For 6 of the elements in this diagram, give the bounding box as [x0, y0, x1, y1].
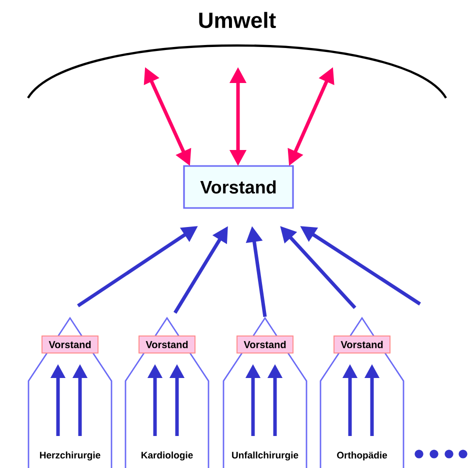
- board-box: Vorstand: [138, 336, 196, 354]
- board-box: Vorstand: [334, 336, 390, 354]
- title: Umwelt: [199, 12, 276, 28]
- board-box: Vorstand: [236, 336, 294, 354]
- board-box: Vorstand: [183, 165, 294, 209]
- board-box: Vorstand: [42, 336, 98, 354]
